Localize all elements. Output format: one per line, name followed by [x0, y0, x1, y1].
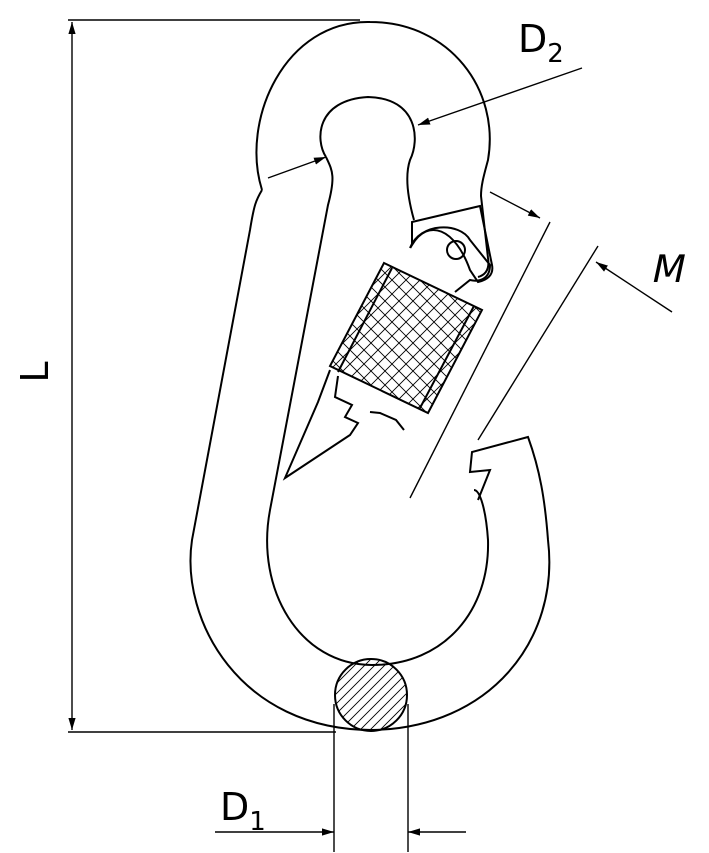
- dimension-arrow-d2: [417, 67, 583, 126]
- label-gate: M: [648, 247, 690, 292]
- label-d2: D2: [518, 17, 564, 69]
- label-d1-main: D: [220, 785, 249, 829]
- gate-sleeve-edge: [337, 267, 393, 373]
- label-d1-sub: 1: [249, 807, 266, 837]
- label-gate-group: M: [648, 247, 690, 292]
- gate-nose: [282, 369, 360, 481]
- gate-hinge-plate: [411, 204, 494, 284]
- extension-line-m-lower: [477, 245, 599, 441]
- dimension-arrow-m-lower: [595, 261, 673, 313]
- label-d2-main: D: [518, 17, 547, 61]
- gate-knurled-sleeve: [328, 261, 484, 415]
- hook-inner-eye: [319, 95, 416, 221]
- gate-pivot-pin: [446, 240, 466, 260]
- rod-cross-section: [334, 658, 408, 732]
- label-length-group: L: [13, 361, 57, 382]
- gate-nose-lower: [369, 411, 405, 431]
- dimension-arrow-d2-left: [267, 156, 327, 179]
- hook-outer-spine: [189, 189, 551, 732]
- label-length: L: [13, 361, 57, 382]
- label-d2-sub: 2: [547, 39, 564, 69]
- dimension-arrow-m-upper: [489, 191, 541, 219]
- gate-lever: [409, 226, 492, 293]
- gate-sleeve-edge: [419, 305, 475, 409]
- label-d1: D1: [220, 785, 266, 837]
- extension-line-m-upper: [409, 221, 551, 499]
- hook-outer-outline: [255, 20, 491, 278]
- hook-inner-loop: [266, 156, 490, 667]
